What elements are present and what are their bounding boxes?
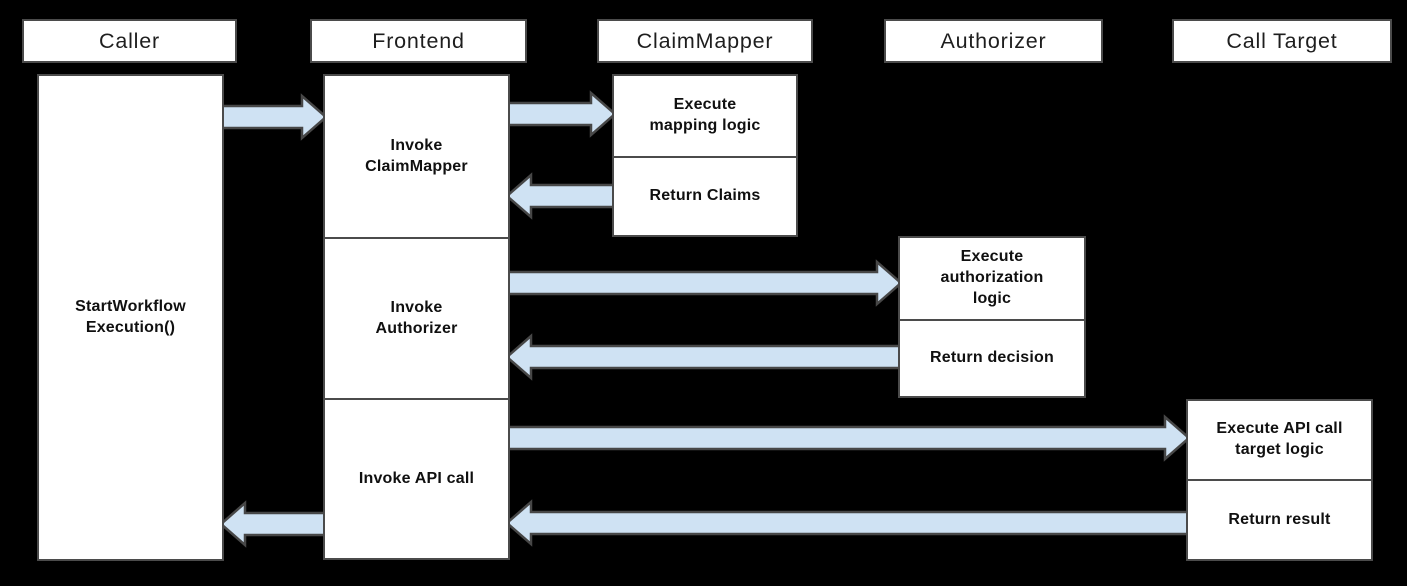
frontend-activation-box: Invoke ClaimMapper Invoke Authorizer Inv… [323, 74, 510, 560]
arrow-frontend-to-caller [219, 500, 327, 548]
lane-header-call-target-label: Call Target [1226, 28, 1338, 53]
step-execute-mapping-logic: Execute mapping logic [649, 96, 761, 134]
lane-header-call-target: Call Target [1172, 19, 1392, 63]
lane-header-frontend-label: Frontend [372, 28, 465, 53]
authorizer-activation-box: Execute authorization logic Return decis… [898, 236, 1086, 398]
step-invoke-authorizer: Invoke Authorizer [325, 237, 508, 398]
step-invoke-claimmapper: Invoke ClaimMapper [365, 136, 468, 175]
arrow-calltarget-to-frontend [505, 499, 1190, 547]
step-invoke-api-call: Invoke API call [325, 398, 508, 558]
lane-header-caller: Caller [22, 19, 237, 63]
arrow-authorizer-to-frontend [505, 333, 902, 381]
arrow-claimmapper-to-frontend [505, 172, 616, 220]
arrow-frontend-to-calltarget [506, 414, 1191, 462]
arrow-frontend-to-claimmapper [506, 90, 617, 138]
step-execute-authorization-logic: Execute authorization logic [940, 248, 1044, 307]
arrow-frontend-to-authorizer [506, 259, 903, 307]
step-execute-api-call-target-logic: Execute API call target logic [1216, 420, 1343, 458]
step-return-decision: Return decision [900, 319, 1084, 396]
caller-activation-box: StartWorkflow Execution() [37, 74, 224, 561]
lane-header-frontend: Frontend [310, 19, 527, 63]
lane-header-authorizer-label: Authorizer [940, 28, 1047, 53]
lane-header-authorizer: Authorizer [884, 19, 1103, 63]
lane-header-claimmapper-label: ClaimMapper [636, 28, 774, 53]
arrow-caller-to-frontend [220, 93, 328, 141]
claimmapper-activation-box: Execute mapping logic Return Claims [612, 74, 798, 237]
step-return-result: Return result [1188, 479, 1371, 559]
call-target-activation-box: Execute API call target logic Return res… [1186, 399, 1373, 561]
step-start-workflow-execution: StartWorkflow Execution() [75, 297, 186, 336]
lane-header-caller-label: Caller [99, 28, 160, 53]
lane-header-claimmapper: ClaimMapper [597, 19, 813, 63]
step-return-claims: Return Claims [614, 156, 796, 235]
